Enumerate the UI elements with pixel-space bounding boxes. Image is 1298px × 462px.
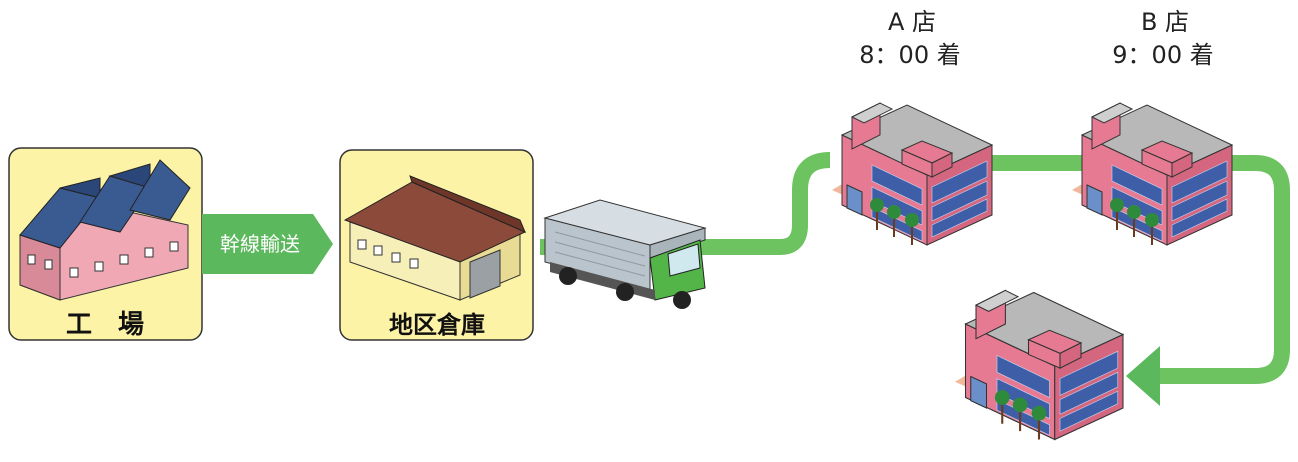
- trunk-route-arrow: 幹線輸送: [202, 214, 333, 274]
- store-b-arrival: 9：00 着: [1112, 41, 1213, 69]
- store-a-label: A 店 8：00 着: [859, 8, 960, 69]
- store-a-building: [831, 102, 993, 246]
- store-building-icon: [953, 289, 1125, 441]
- store-a-arrival: 8：00 着: [859, 41, 960, 69]
- store-c-building: [953, 289, 1125, 441]
- truck-icon: [543, 199, 707, 309]
- warehouse-icon: [343, 175, 527, 301]
- store-building-icon: [831, 102, 993, 246]
- store-b-building: [1071, 102, 1233, 246]
- trunk-route-label: 幹線輸送: [220, 232, 300, 256]
- store-a-name: A 店: [888, 8, 936, 36]
- warehouse-label: 地区倉庫: [389, 311, 485, 339]
- warehouse-node: 地区倉庫: [339, 149, 534, 341]
- route-arrowhead: [1126, 346, 1160, 406]
- factory-label: 工 場: [66, 310, 144, 340]
- store-b-name: B 店: [1141, 8, 1189, 36]
- factory-node: 工 場: [8, 147, 203, 341]
- factory-icon: [19, 159, 191, 301]
- store-b-label: B 店 9：00 着: [1112, 8, 1213, 69]
- store-building-icon: [1071, 102, 1233, 246]
